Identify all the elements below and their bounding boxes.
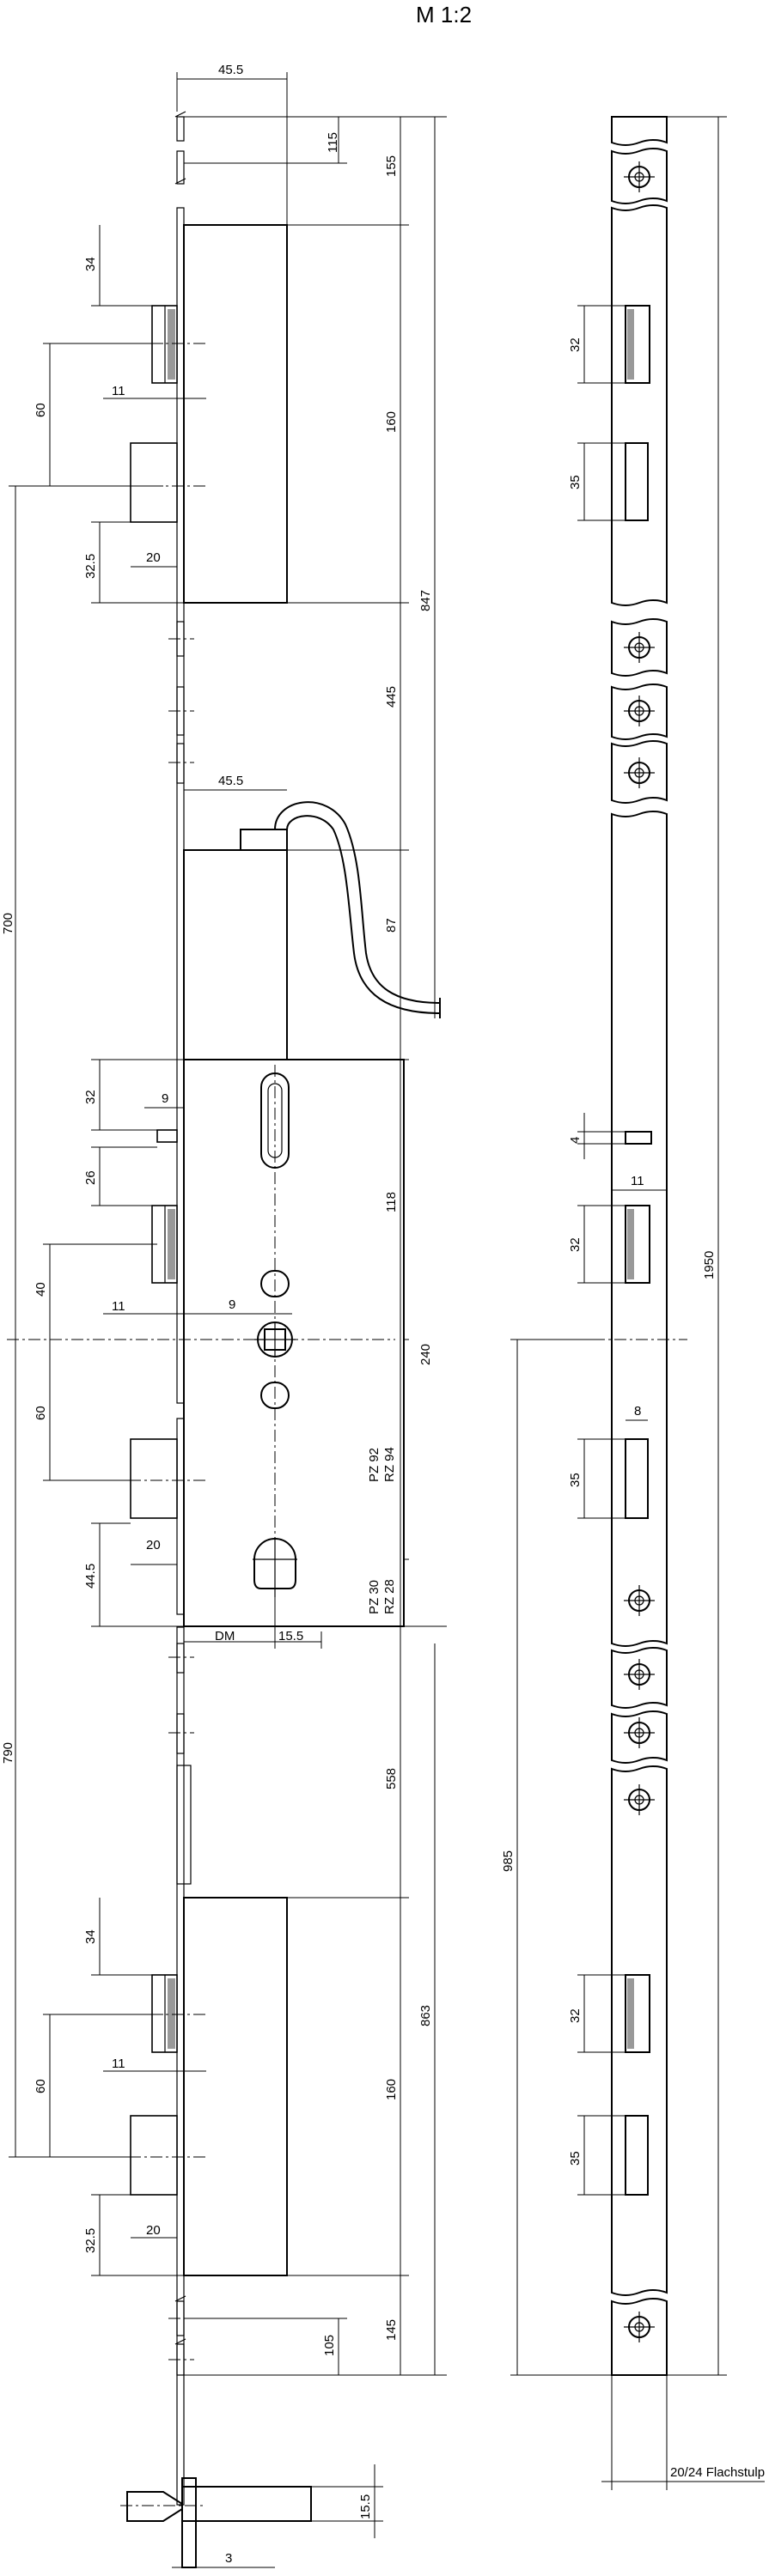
dim-15-5-mid: 15.5: [278, 1629, 303, 1643]
connector-segments: [168, 621, 194, 784]
side-dim-32-b: 32: [568, 1237, 583, 1252]
dim-60-bot: 60: [34, 2079, 48, 2093]
bolt-openings: [593, 305, 687, 2196]
dim-32-5-bot: 32.5: [83, 2228, 98, 2253]
label-pz92: PZ 92: [367, 1448, 381, 1482]
dim-60-top: 60: [34, 403, 48, 417]
side-view: 32 35 1950 4 11 32 8 35 985 32 35 20/24 …: [501, 116, 765, 2490]
side-dim-11: 11: [631, 1174, 644, 1188]
side-dim-1950: 1950: [702, 1251, 717, 1279]
dim-26: 26: [83, 1170, 98, 1185]
dim-863: 863: [418, 2005, 433, 2026]
dim-118: 118: [384, 1192, 399, 1212]
top-auxiliary-lock: [129, 224, 288, 604]
dim-105: 105: [322, 2335, 337, 2356]
dim-160-bot: 160: [384, 2079, 399, 2100]
side-dim-8: 8: [634, 1404, 641, 1419]
dim-445: 445: [384, 686, 399, 708]
dim-32-mid: 32: [83, 1090, 98, 1104]
side-dim-4: 4: [568, 1137, 583, 1144]
front-dimensions: [9, 72, 447, 2568]
label-dm: DM: [215, 1629, 235, 1643]
dim-20-bot: 20: [146, 2223, 161, 2238]
faceplate-label: 20/24 Flachstulp: [670, 2465, 765, 2480]
side-dim-35-c: 35: [568, 2151, 583, 2166]
dim-34-bot: 34: [83, 1929, 98, 1944]
dim-847: 847: [418, 590, 433, 611]
dim-9-a: 9: [162, 1091, 168, 1106]
dim-11-mid: 11: [112, 1299, 125, 1314]
cable: [183, 801, 441, 1060]
screw-holes: [624, 161, 655, 2342]
dim-60-mid: 60: [34, 1406, 48, 1420]
side-dimensions: [510, 116, 765, 2490]
side-dim-32-c: 32: [568, 2008, 583, 2023]
scale-label: M 1:2: [416, 2, 472, 27]
side-dim-32-a: 32: [568, 337, 583, 352]
dim-45-5-top: 45.5: [218, 63, 243, 77]
dim-40: 40: [34, 1282, 48, 1297]
label-pz30: PZ 30: [367, 1580, 381, 1614]
dim-240: 240: [418, 1344, 433, 1365]
main-lock: [7, 1059, 405, 1627]
dim-45-5-mid: 45.5: [218, 774, 243, 788]
dim-15-5-bot: 15.5: [358, 2494, 373, 2519]
dim-87: 87: [384, 918, 399, 933]
dim-3: 3: [225, 2551, 232, 2566]
dim-20-mid: 20: [146, 1538, 161, 1552]
section-detail: [120, 2477, 312, 2568]
dim-20-top: 20: [146, 550, 161, 565]
dim-9-b: 9: [229, 1297, 235, 1312]
front-dimension-labels: 45.5 115 155 847 34 60 11 160 32.5 20 44…: [1, 63, 433, 2566]
side-faceplate: [611, 116, 668, 2376]
side-dimension-labels: 32 35 1950 4 11 32 8 35 985 32 35 20/24 …: [501, 337, 765, 2480]
dim-11-bot: 11: [112, 2057, 125, 2071]
dim-32-5-top: 32.5: [83, 554, 98, 579]
front-view: 45.5 115 155 847 34 60 11 160 32.5 20 44…: [1, 63, 447, 2568]
dim-145: 145: [384, 2319, 399, 2341]
dim-11-top: 11: [112, 384, 125, 398]
dim-34-top: 34: [83, 257, 98, 271]
side-dim-35-a: 35: [568, 475, 583, 489]
lower-connectors: [168, 1643, 194, 1885]
dim-558: 558: [384, 1768, 399, 1789]
side-dim-985: 985: [501, 1850, 516, 1872]
label-rz28: RZ 28: [382, 1579, 397, 1614]
bottom-auxiliary-lock: [129, 1897, 288, 2360]
dim-790: 790: [1, 1742, 15, 1764]
dim-115: 115: [326, 132, 340, 153]
side-dim-35-b: 35: [568, 1473, 583, 1487]
label-rz94: RZ 94: [382, 1447, 397, 1482]
dim-700: 700: [1, 913, 15, 934]
dim-155: 155: [384, 155, 399, 177]
dim-44-5: 44.5: [83, 1564, 98, 1589]
dim-160-top: 160: [384, 411, 399, 433]
